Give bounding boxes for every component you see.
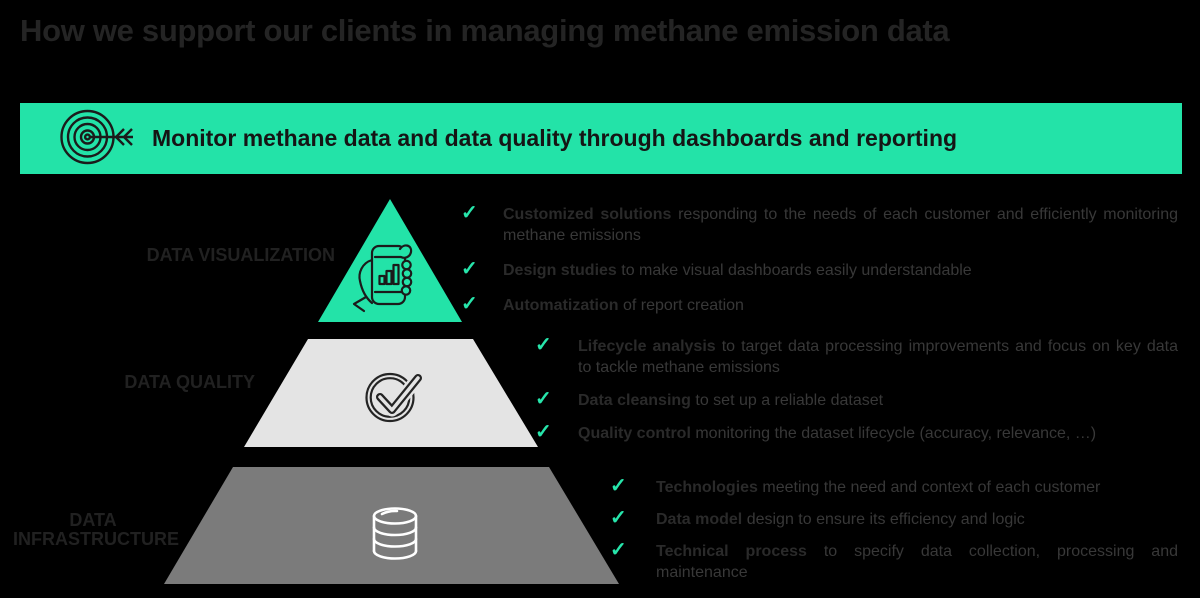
page-title: How we support our clients in managing m… xyxy=(20,13,950,48)
bullet-group-infrastructure: ✓ Technologies meeting the need and cont… xyxy=(610,476,1178,594)
bullet-group-visualization: ✓ Customized solutions responding to the… xyxy=(461,203,1178,330)
bullet-text: to specify data collection, processing a… xyxy=(656,543,1178,581)
bullet-item: ✓ Data model design to ensure its effici… xyxy=(610,508,1178,530)
check-icon: ✓ xyxy=(461,258,478,280)
bullet-item: ✓ Design studies to make visual dashboar… xyxy=(461,259,1178,281)
bullet-text: responding to the needs of each customer… xyxy=(503,206,1178,244)
bullet-bold-text: Design studies xyxy=(503,262,617,279)
bullet-text: design to ensure its efficiency and logi… xyxy=(742,511,1025,528)
bullet-item: ✓ Quality control monitoring the dataset… xyxy=(535,422,1178,444)
bullet-text: meeting the need and context of each cus… xyxy=(757,479,1101,496)
bullet-item: ✓ Data cleansing to set up a reliable da… xyxy=(535,389,1178,411)
check-icon: ✓ xyxy=(610,539,627,561)
banner-text: Monitor methane data and data quality th… xyxy=(152,125,958,151)
label-data-infrastructure: DATA INFRASTRUCTURE xyxy=(13,510,179,549)
bullet-item: ✓ Customized solutions responding to the… xyxy=(461,203,1178,246)
check-icon: ✓ xyxy=(461,293,478,315)
check-icon: ✓ xyxy=(535,388,552,410)
bullet-text: monitoring the dataset lifecycle (accura… xyxy=(690,425,1097,442)
bullet-bold-text: Technical process xyxy=(656,543,807,560)
database-icon xyxy=(372,507,418,560)
bullet-text: of report creation xyxy=(618,297,744,314)
bullet-item: ✓ Lifecycle analysis to target data proc… xyxy=(535,335,1178,378)
label-data-quality: DATA QUALITY xyxy=(124,372,255,392)
label-data-visualization: DATA VISUALIZATION xyxy=(146,245,335,265)
bullet-text: to target data processing improvements a… xyxy=(578,338,1178,376)
bullet-item: ✓ Technologies meeting the need and cont… xyxy=(610,476,1178,498)
bullet-item: ✓ Technical process to specify data coll… xyxy=(610,540,1178,583)
check-icon: ✓ xyxy=(535,334,552,356)
bullet-bold-text: Lifecycle analysis xyxy=(578,338,716,355)
bullet-bold-text: Customized solutions xyxy=(503,206,672,223)
bullet-text: to set up a reliable dataset xyxy=(690,392,884,409)
circle-check-icon xyxy=(365,371,425,423)
bullet-bold-text: Quality control xyxy=(578,425,691,442)
pyramid-level-infrastructure-shape xyxy=(164,467,619,584)
bullet-bold-text: Data model xyxy=(656,511,743,528)
check-icon: ✓ xyxy=(610,507,627,529)
check-icon: ✓ xyxy=(535,421,552,443)
phone-chart-in-hand-icon xyxy=(352,244,413,313)
bullet-text: to make visual dashboards easily underst… xyxy=(616,262,972,279)
pyramid-level-quality-shape xyxy=(244,339,538,447)
bullet-group-quality: ✓ Lifecycle analysis to target data proc… xyxy=(535,335,1178,456)
check-icon: ✓ xyxy=(461,202,478,224)
banner: Monitor methane data and data quality th… xyxy=(20,103,1182,174)
check-icon: ✓ xyxy=(610,475,627,497)
bullet-bold-text: Automatization xyxy=(503,297,619,314)
bullet-bold-text: Technologies xyxy=(656,479,758,496)
bullet-bold-text: Data cleansing xyxy=(578,392,691,409)
target-arrow-icon xyxy=(60,109,133,165)
bullet-item: ✓ Automatization of report creation xyxy=(461,294,1178,316)
